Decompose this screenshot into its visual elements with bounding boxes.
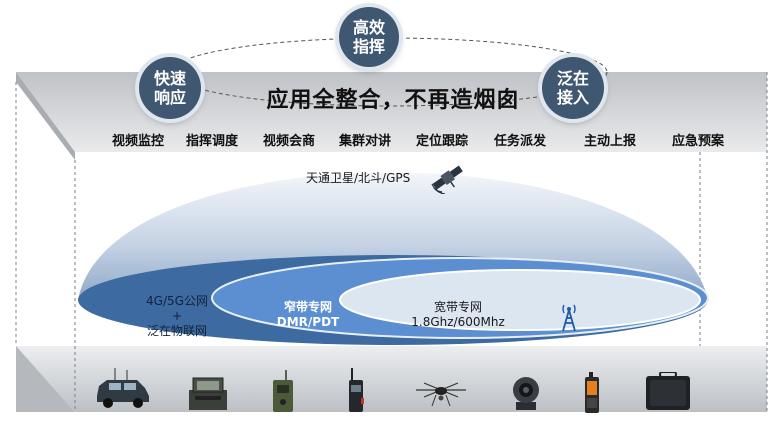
field-case-icon — [646, 372, 690, 410]
slogan: 应用全整合，不再造烟囱 — [266, 88, 520, 113]
function-video-monitoring: 视频监控 — [112, 134, 165, 149]
ubiquitous-access-badge: 泛在 接入 — [542, 57, 604, 119]
bottom-slab-edge — [16, 346, 75, 412]
narrowband-network-label: 窄带专网 DMR/PDT — [276, 300, 340, 329]
function-location-tracking: 定位跟踪 — [416, 134, 469, 149]
satellite-icon — [431, 165, 463, 194]
portable-station-icon — [189, 377, 227, 410]
top-slab-edge — [16, 72, 75, 160]
base-station-tower-icon — [562, 304, 576, 332]
function-trunk-intercom: 集群对讲 — [339, 134, 392, 149]
manpack-radio-icon — [273, 370, 293, 412]
function-video-consultation: 视频会商 — [263, 134, 316, 149]
fast-response-badge: 快速 响应 — [139, 57, 201, 119]
function-task-dispatch: 任务派发 — [494, 134, 547, 149]
drone-icon — [416, 382, 466, 407]
high-efficiency-badge: 高效 指挥 — [339, 7, 399, 67]
broadband-zone — [339, 269, 701, 331]
satellite-label: 天通卫星/北斗/GPS — [306, 171, 411, 185]
vehicle-icon — [97, 368, 149, 408]
public-network-label: 4G/5G公网 + 泛在物联网 — [146, 294, 208, 338]
handheld-radio-icon — [349, 368, 364, 412]
function-active-report: 主动上报 — [584, 134, 637, 149]
ptz-camera-icon — [513, 377, 539, 410]
rugged-phone-icon — [585, 372, 599, 413]
broadband-network-label: 宽带专网 1.8Ghz/600Mhz — [411, 300, 505, 329]
function-command-dispatch: 指挥调度 — [186, 134, 239, 149]
function-emergency-plan: 应急预案 — [672, 134, 725, 149]
